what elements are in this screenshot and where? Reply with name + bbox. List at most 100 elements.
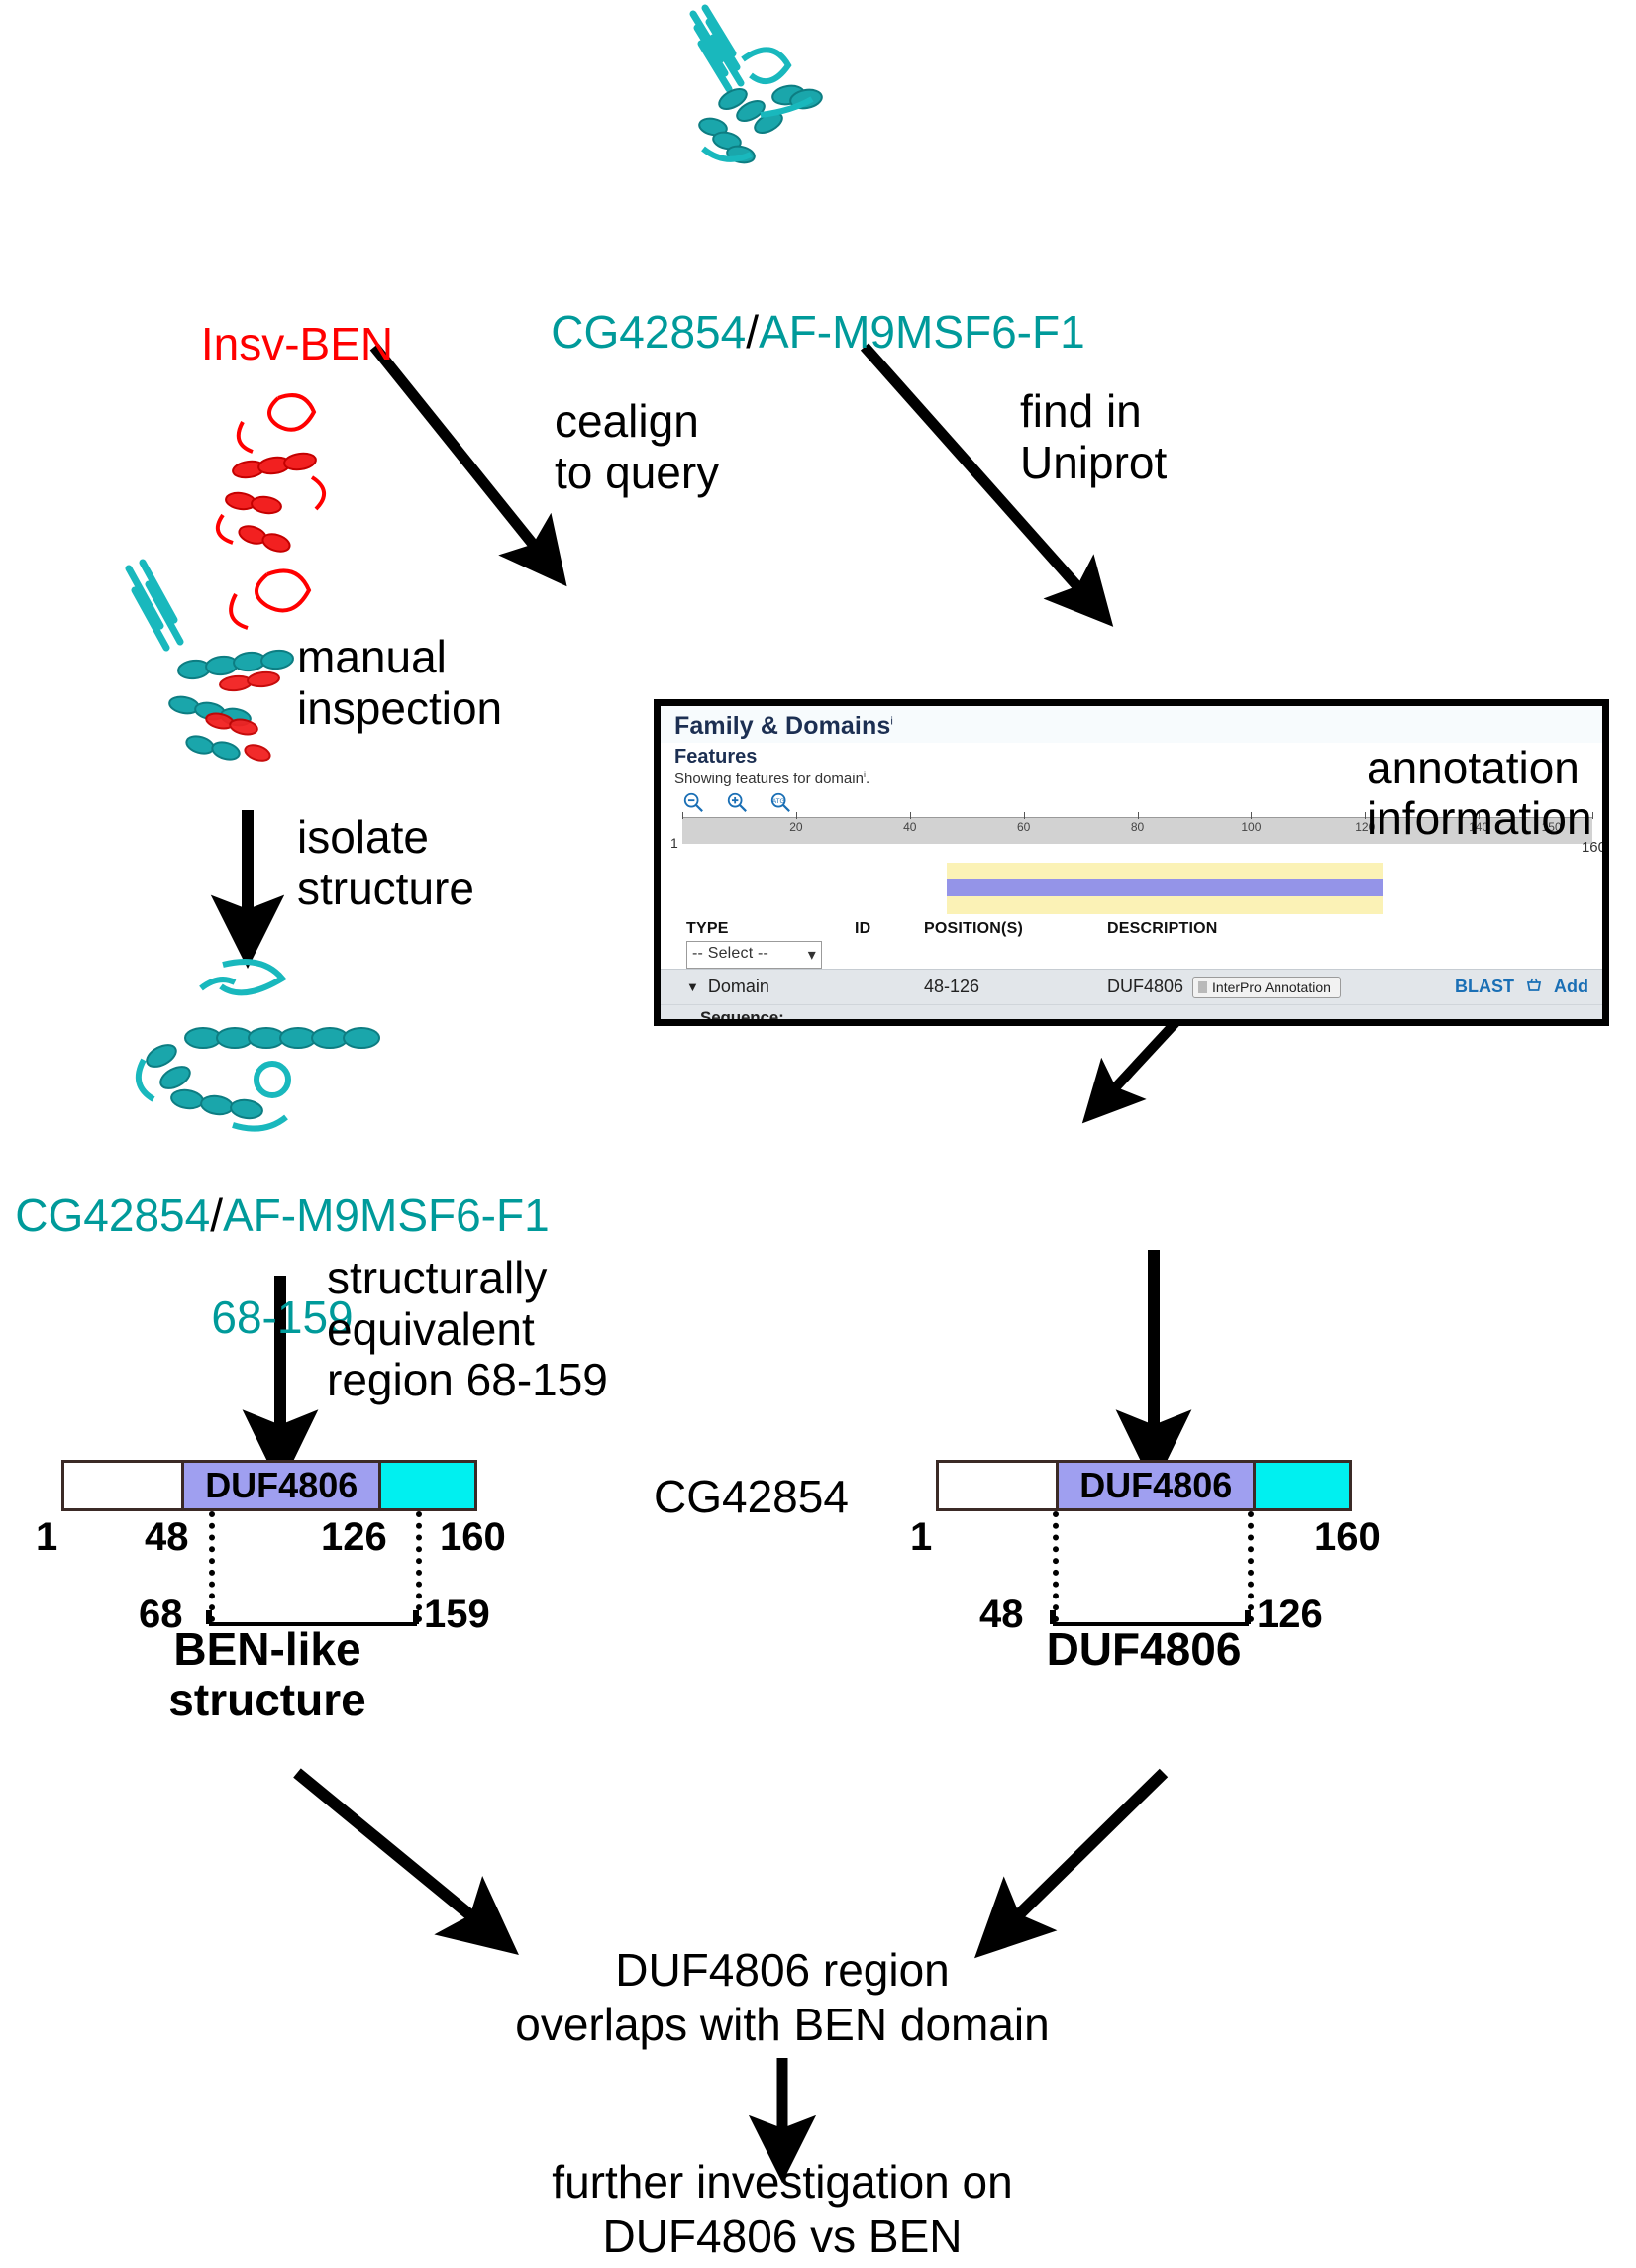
sequence-ruler[interactable]: 20 40 60 80 100 120 140 150 1 160 xyxy=(670,812,1602,863)
row-type-label: Domain xyxy=(707,977,769,996)
feature-purple-band[interactable] xyxy=(946,879,1383,896)
structure-cg42854-full xyxy=(689,4,823,164)
right-arch-bar: DUF4806 xyxy=(936,1460,1352,1511)
header-description-label: DESCRIPTION xyxy=(1107,920,1218,937)
left-bracket-base xyxy=(209,1622,417,1626)
right-bracket-base xyxy=(1053,1622,1249,1626)
right-pos-1: 1 xyxy=(910,1515,933,1559)
row-actions[interactable]: BLAST Add xyxy=(1455,976,1588,998)
row-sequence: Sequence: AFPVSSDKDLVALELKISESEESKKRYIKA… xyxy=(661,1004,1602,1019)
row-type-cell[interactable]: ▼ Domain xyxy=(686,977,855,997)
type-filter-value: -- Select -- xyxy=(692,945,769,962)
left-pos-48: 48 xyxy=(145,1515,189,1559)
left-bracket-68: 68 xyxy=(139,1593,183,1636)
left-seg-nterm xyxy=(64,1463,182,1508)
table-row[interactable]: ▼ Domain 48-126 DUF4806 InterPro Annotat… xyxy=(661,969,1602,1004)
zoom-out-icon[interactable] xyxy=(682,791,704,813)
left-seg-duf4806: DUF4806 xyxy=(181,1463,379,1508)
right-seg-cterm xyxy=(1253,1463,1349,1508)
right-seg-duf4806: DUF4806 xyxy=(1056,1463,1254,1508)
right-domain-architecture: DUF4806 1 160 48 126 xyxy=(910,1460,1380,1676)
left-pos-126: 126 xyxy=(321,1515,387,1559)
ruler-tick-80: 80 xyxy=(1130,820,1145,834)
left-pos-160: 160 xyxy=(440,1515,506,1559)
uniprot-family-domains-panel[interactable]: Family & Domainsi Features Showing featu… xyxy=(654,699,1609,1026)
basket-icon[interactable] xyxy=(1525,976,1543,998)
insv-ben-label: Insv-BEN xyxy=(200,318,394,369)
ruler-track: 20 40 60 80 100 120 140 150 xyxy=(682,812,1593,844)
left-bracket-cap-right xyxy=(413,1610,419,1624)
cealign-label: cealign to query xyxy=(555,395,720,498)
interpro-chip-label: InterPro Annotation xyxy=(1212,979,1331,995)
left-bracket-dotted-right xyxy=(416,1511,422,1622)
info-sup-icon: i xyxy=(890,715,893,728)
right-seg-nterm xyxy=(939,1463,1057,1508)
final-statement: DUF4806 region overlaps with BEN domain xyxy=(515,1944,1050,2051)
structure-insv-ben xyxy=(215,393,326,553)
showing-features-note: Showing features for domaini. xyxy=(674,770,870,787)
left-pos-1: 1 xyxy=(36,1515,58,1559)
top-structure-label: CG42854/AF-M9MSF6-F1 xyxy=(422,256,1214,358)
manual-inspection-label: manual inspection xyxy=(297,631,503,734)
left-arch-bar: DUF4806 xyxy=(61,1460,477,1511)
type-filter-select[interactable]: -- Select -- ▾ xyxy=(686,941,822,969)
isolated-label-primary: CG42854 xyxy=(15,1188,211,1241)
row-description-cell: DUF4806 InterPro Annotation xyxy=(1107,976,1455,998)
header-type-col: TYPE -- Select -- ▾ xyxy=(686,920,855,969)
row-description-label: DUF4806 xyxy=(1107,977,1184,996)
left-seg-cterm xyxy=(378,1463,474,1508)
annotation-information-label: annotation information xyxy=(1367,742,1592,844)
zoom-atg-icon[interactable]: ATG xyxy=(769,791,791,813)
isolated-structure-label: CG42854/AF-M9MSF6-F1 68-159 xyxy=(0,1139,564,1343)
find-in-uniprot-label: find in Uniprot xyxy=(1020,385,1168,488)
chevron-down-icon: ▾ xyxy=(807,947,816,964)
left-conclusion-label: BEN-like structure xyxy=(168,1623,366,1725)
ruler-start-label: 1 xyxy=(670,835,678,851)
structure-aligned-overlay xyxy=(125,559,312,762)
sequence-label: Sequence: xyxy=(700,1008,784,1019)
header-id-label: ID xyxy=(855,920,871,937)
ruler-tick-20: 20 xyxy=(789,820,803,834)
left-bracket-dotted-left xyxy=(209,1511,215,1622)
left-bracket-cap-left xyxy=(206,1610,212,1624)
right-bar-name: CG42854 xyxy=(654,1471,849,1522)
right-bracket-126: 126 xyxy=(1257,1593,1323,1636)
ruler-tick-120: 120 xyxy=(1355,820,1376,834)
ruler-end-label: 160 xyxy=(1581,839,1602,856)
isolated-label-slash: / xyxy=(210,1188,223,1241)
panel-section-title: Family & Domainsi xyxy=(674,712,893,740)
top-structure-label-primary: CG42854 xyxy=(551,305,747,358)
flag-icon xyxy=(1198,980,1208,993)
blast-button[interactable]: BLAST xyxy=(1455,977,1514,996)
header-positions-label: POSITION(S) xyxy=(924,920,1023,937)
zoom-in-icon[interactable] xyxy=(726,791,748,813)
right-conclusion-label: DUF4806 xyxy=(1046,1623,1242,1675)
right-bracket-dotted-right xyxy=(1248,1511,1254,1622)
features-heading: Features xyxy=(674,746,758,768)
add-button[interactable]: Add xyxy=(1554,977,1588,996)
caret-down-icon[interactable]: ▼ xyxy=(686,979,699,994)
ruler-tick-140: 140 xyxy=(1469,820,1489,834)
left-domain-architecture: DUF4806 1 48 126 160 68 159 xyxy=(36,1460,506,1676)
zoom-controls[interactable]: ATG xyxy=(661,787,1602,813)
right-bracket-dotted-left xyxy=(1053,1511,1059,1622)
uniprot-header: Family & Domainsi xyxy=(661,706,1602,743)
ruler-tick-60: 60 xyxy=(1016,820,1031,834)
info-sup-icon-2: i xyxy=(863,770,866,779)
right-pos-160: 160 xyxy=(1314,1515,1380,1559)
svg-text:ATG: ATG xyxy=(772,798,785,805)
row-positions-cell: 48-126 xyxy=(924,977,980,996)
top-structure-label-secondary: AF-M9MSF6-F1 xyxy=(759,305,1085,358)
ruler-tick-100: 100 xyxy=(1241,820,1262,834)
isolated-label-secondary: AF-M9MSF6-F1 xyxy=(223,1188,550,1241)
header-type-label: TYPE xyxy=(686,920,729,937)
feature-track[interactable] xyxy=(682,863,1592,914)
structure-cg42854-isolated xyxy=(135,959,380,1132)
interpro-annotation-chip[interactable]: InterPro Annotation xyxy=(1192,976,1341,998)
ruler-tick-40: 40 xyxy=(903,820,917,834)
left-bracket-159: 159 xyxy=(424,1593,490,1636)
top-structure-label-slash: / xyxy=(746,305,759,358)
right-bracket-cap-left xyxy=(1050,1610,1056,1624)
isolated-label-range: 68-159 xyxy=(211,1290,354,1343)
structurally-equivalent-label: structurally equivalent region 68-159 xyxy=(327,1252,608,1406)
